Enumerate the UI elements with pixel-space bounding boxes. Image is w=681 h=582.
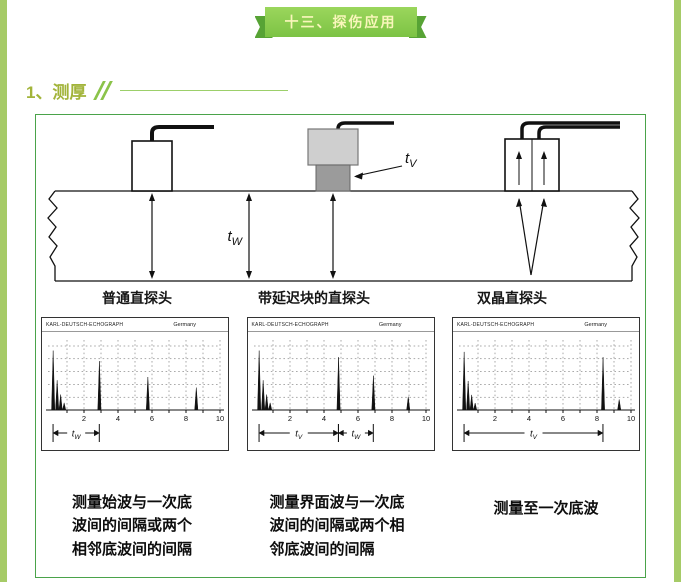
caption-column-1: 测量始波与一次底波间的间隔或两个相邻底波间的间隔 xyxy=(41,491,229,561)
svg-text:4: 4 xyxy=(527,414,531,423)
svg-text:10: 10 xyxy=(421,414,429,423)
svg-text:2: 2 xyxy=(287,414,291,423)
scope-brand: KARL-DEUTSCH-ECHOGRAPH xyxy=(457,321,535,328)
section-heading: 1、测厚 xyxy=(26,78,681,102)
banner-ribbon: 十三、探伤应用 xyxy=(264,7,417,37)
scope-header: KARL-DEUTSCH-ECHOGRAPH Germany xyxy=(42,318,228,332)
svg-text:10: 10 xyxy=(216,414,224,423)
test-material xyxy=(46,190,640,282)
svg-text:tV: tV xyxy=(530,429,538,442)
scope-column-2: KARL-DEUTSCH-ECHOGRAPH Germany 2 4 6 8 10 tV t… xyxy=(246,317,435,451)
svg-text:8: 8 xyxy=(184,414,188,423)
banner-title: 十三、探伤应用 xyxy=(284,14,397,30)
scope-country: Germany xyxy=(173,321,196,328)
tv-callout: tV xyxy=(353,150,418,180)
figure-box: tW tV xyxy=(35,114,646,578)
caption-2: 测量界面波与一次底波间的间隔或两个相邻底波间的间隔 xyxy=(269,494,405,558)
left-edge-strip xyxy=(0,0,7,582)
scope-country: Germany xyxy=(584,321,607,328)
tw-dimension: tW xyxy=(227,193,252,279)
title-banner: 十三、探伤应用 xyxy=(0,7,681,38)
caption-column-2: 测量界面波与一次底波间的间隔或两个相邻底波间的间隔 xyxy=(247,491,435,561)
svg-text:4: 4 xyxy=(321,414,325,423)
section-label: 1、测厚 xyxy=(26,82,87,102)
probe-label-1: 普通直探头 xyxy=(102,290,172,306)
svg-text:10: 10 xyxy=(627,414,635,423)
probe-label-3: 双晶直探头 xyxy=(477,290,547,306)
tv-label: tV xyxy=(405,150,418,170)
svg-text:8: 8 xyxy=(595,414,599,423)
oscilloscope-3: KARL-DEUTSCH-ECHOGRAPH Germany 2 4 6 8 10 tV xyxy=(452,317,640,451)
svg-text:2: 2 xyxy=(82,414,86,423)
tw-label: tW xyxy=(227,228,243,248)
caption-row: 测量始波与一次底波间的间隔或两个相邻底波间的间隔 测量界面波与一次底波间的间隔或… xyxy=(41,491,640,561)
caption-1: 测量始波与一次底波间的间隔或两个相邻底波间的间隔 xyxy=(72,494,193,558)
svg-text:tW: tW xyxy=(72,429,82,442)
a-scan-2: 2 4 6 8 10 tV tW xyxy=(251,340,430,442)
probe-diagram: tW tV xyxy=(46,121,640,306)
v-beam-path xyxy=(515,198,547,276)
delay-line-probe xyxy=(306,121,394,192)
svg-text:tW: tW xyxy=(351,429,361,442)
a-scan-1: 2 4 6 8 10 tW xyxy=(46,340,224,442)
beam-arrow-1 xyxy=(148,193,155,279)
svg-text:6: 6 xyxy=(355,414,359,423)
scope-brand: KARL-DEUTSCH-ECHOGRAPH xyxy=(251,321,329,328)
scope-country: Germany xyxy=(378,321,402,328)
scope-header: KARL-DEUTSCH-ECHOGRAPH Germany xyxy=(247,318,434,332)
a-scan-3: 2 4 6 8 10 tV xyxy=(457,340,635,442)
svg-text:6: 6 xyxy=(561,414,565,423)
svg-text:2: 2 xyxy=(493,414,497,423)
svg-text:8: 8 xyxy=(389,414,393,423)
scope-column-1: KARL-DEUTSCH-ECHOGRAPH Germany 2 4 6 8 10 tW xyxy=(41,317,229,451)
beam-arrow-2 xyxy=(329,193,336,279)
oscilloscope-1: KARL-DEUTSCH-ECHOGRAPH Germany 2 4 6 8 10 tW xyxy=(41,317,229,451)
straight-probe xyxy=(130,125,214,192)
svg-text:tV: tV xyxy=(295,429,303,442)
svg-text:6: 6 xyxy=(150,414,154,423)
heading-rule xyxy=(120,89,289,91)
dual-element-probe xyxy=(503,121,620,192)
svg-text:4: 4 xyxy=(116,414,120,423)
scope-column-3: KARL-DEUTSCH-ECHOGRAPH Germany 2 4 6 8 10 tV xyxy=(452,317,640,451)
caption-column-3: 测量至一次底波 xyxy=(452,491,640,561)
double-slash-icon xyxy=(93,80,114,100)
probe-label-2: 带延迟块的直探头 xyxy=(258,290,370,306)
oscilloscope-2: KARL-DEUTSCH-ECHOGRAPH Germany 2 4 6 8 10 tV t… xyxy=(246,317,435,451)
right-edge-strip xyxy=(674,0,681,582)
scope-header: KARL-DEUTSCH-ECHOGRAPH Germany xyxy=(453,318,639,332)
caption-3: 测量至一次底波 xyxy=(493,500,599,517)
scope-brand: KARL-DEUTSCH-ECHOGRAPH xyxy=(46,321,124,328)
